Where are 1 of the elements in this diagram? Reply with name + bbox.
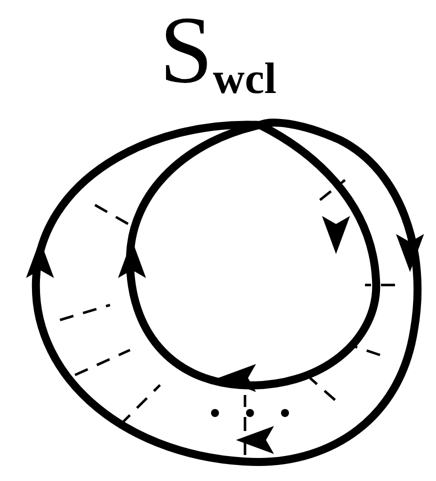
title: S$_{wcl}$ [160,0,276,100]
